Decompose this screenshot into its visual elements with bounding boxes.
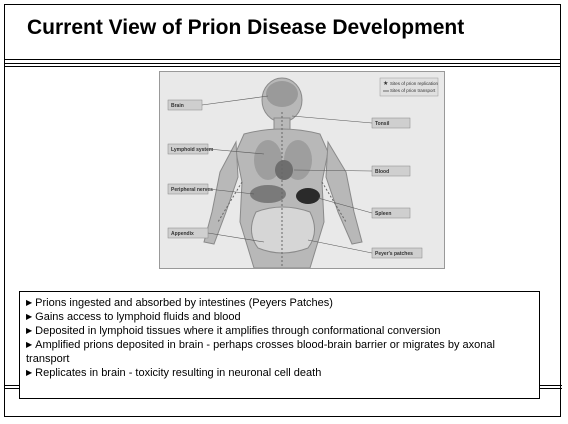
label-brain: Brain bbox=[171, 103, 184, 109]
liver-organ bbox=[250, 185, 286, 203]
bullet-list: ▶Prions ingested and absorbed by intesti… bbox=[19, 291, 540, 399]
label-blood: Blood bbox=[375, 169, 389, 175]
label-tonsil: Tonsil bbox=[375, 121, 390, 127]
bullet-item: ▶Prions ingested and absorbed by intesti… bbox=[26, 296, 533, 310]
label-lymphoid-system: Lymphoid system bbox=[171, 147, 214, 153]
label-peyers-patches: Peyer's patches bbox=[375, 251, 413, 257]
label-appendix: Appendix bbox=[171, 231, 194, 237]
triangle-bullet-icon: ▶ bbox=[26, 368, 32, 377]
divider-top bbox=[5, 63, 560, 67]
legend-transport: Sites of prion transport bbox=[390, 88, 436, 93]
bullet-item: ▶Amplified prions deposited in brain - p… bbox=[26, 338, 533, 366]
heart-organ bbox=[275, 160, 293, 180]
legend-replication: Sites of prion replication bbox=[390, 81, 439, 86]
label-spleen: Spleen bbox=[375, 211, 391, 217]
brain-organ bbox=[266, 81, 298, 107]
body-diagram: Brain Lymphoid system Peripheral nerves … bbox=[160, 72, 444, 268]
bullet-item: ▶Gains access to lymphoid fluids and blo… bbox=[26, 310, 533, 324]
divider-right bbox=[537, 385, 562, 389]
triangle-bullet-icon: ▶ bbox=[26, 340, 32, 349]
triangle-bullet-icon: ▶ bbox=[26, 312, 32, 321]
figure-legend: ★ Sites of prion replication Sites of pr… bbox=[380, 78, 439, 96]
prion-body-figure: Brain Lymphoid system Peripheral nerves … bbox=[159, 71, 445, 269]
triangle-bullet-icon: ▶ bbox=[26, 326, 32, 335]
slide-title: Current View of Prion Disease Developmen… bbox=[27, 16, 464, 40]
legend-star-icon: ★ bbox=[383, 80, 388, 87]
slide: Current View of Prion Disease Developmen… bbox=[4, 4, 561, 417]
spleen-organ bbox=[296, 188, 320, 204]
title-bar: Current View of Prion Disease Developmen… bbox=[5, 5, 560, 60]
label-peripheral-nerves: Peripheral nerves bbox=[171, 187, 213, 193]
bullet-item: ▶Deposited in lymphoid tissues where it … bbox=[26, 324, 533, 338]
triangle-bullet-icon: ▶ bbox=[26, 298, 32, 307]
intestines-organ bbox=[251, 207, 314, 253]
bullet-item: ▶Replicates in brain - toxicity resultin… bbox=[26, 366, 533, 380]
